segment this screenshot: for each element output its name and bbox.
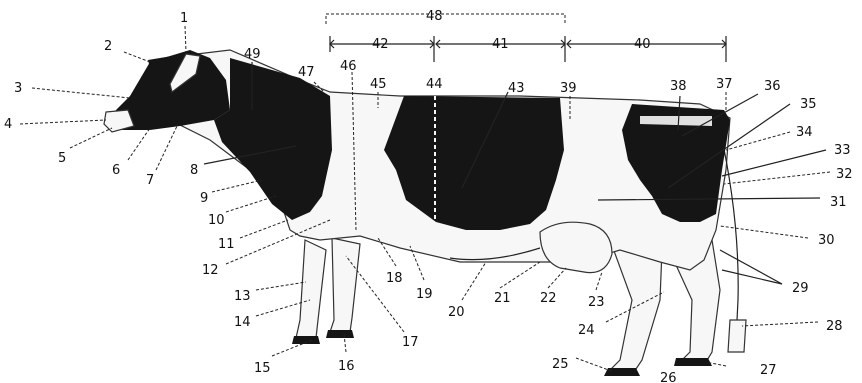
label-9: 9 <box>200 191 208 206</box>
label-11: 11 <box>218 237 235 252</box>
label-31: 31 <box>830 195 847 210</box>
label-47: 47 <box>298 65 315 80</box>
label-12: 12 <box>202 263 219 278</box>
label-35: 35 <box>800 97 817 112</box>
tail-switch <box>728 320 746 352</box>
label-49: 49 <box>244 47 261 62</box>
label-15: 15 <box>254 361 271 376</box>
front-leg-right <box>330 238 360 332</box>
cow-illustration <box>104 50 746 376</box>
label-18: 18 <box>386 271 403 286</box>
label-1: 1 <box>180 11 188 26</box>
label-16: 16 <box>338 359 355 374</box>
bracket-48 <box>326 14 565 24</box>
label-37: 37 <box>716 77 733 92</box>
label-21: 21 <box>494 291 511 306</box>
label-25: 25 <box>552 357 569 372</box>
label-41: 41 <box>492 37 509 52</box>
label-20: 20 <box>448 305 465 320</box>
label-13: 13 <box>234 289 251 304</box>
label-5: 5 <box>58 151 66 166</box>
label-36: 36 <box>764 79 781 94</box>
label-33: 33 <box>834 143 851 158</box>
label-44: 44 <box>426 77 443 92</box>
label-2: 2 <box>104 39 112 54</box>
label-10: 10 <box>208 213 225 228</box>
label-38: 38 <box>670 79 687 94</box>
label-28: 28 <box>826 319 843 334</box>
label-48: 48 <box>426 9 443 24</box>
label-30: 30 <box>818 233 835 248</box>
label-17: 17 <box>402 335 419 350</box>
label-46: 46 <box>340 59 357 74</box>
label-29: 29 <box>792 281 809 296</box>
label-32: 32 <box>836 167 853 182</box>
label-7: 7 <box>146 173 154 188</box>
label-42: 42 <box>372 37 389 52</box>
label-43: 43 <box>508 81 525 96</box>
label-27: 27 <box>760 363 777 378</box>
label-40: 40 <box>634 37 651 52</box>
label-3: 3 <box>14 81 22 96</box>
label-8: 8 <box>190 163 198 178</box>
label-24: 24 <box>578 323 595 338</box>
label-6: 6 <box>112 163 120 178</box>
label-4: 4 <box>4 117 12 132</box>
label-45: 45 <box>370 77 387 92</box>
label-34: 34 <box>796 125 813 140</box>
label-39: 39 <box>560 81 577 96</box>
label-14: 14 <box>234 315 251 330</box>
label-23: 23 <box>588 295 605 310</box>
label-26: 26 <box>660 371 677 383</box>
front-leg-left <box>296 240 326 338</box>
hoof-front-right <box>326 330 354 338</box>
label-19: 19 <box>416 287 433 302</box>
udder <box>540 222 612 272</box>
label-22: 22 <box>540 291 557 306</box>
hoof-hind-left <box>604 368 640 376</box>
